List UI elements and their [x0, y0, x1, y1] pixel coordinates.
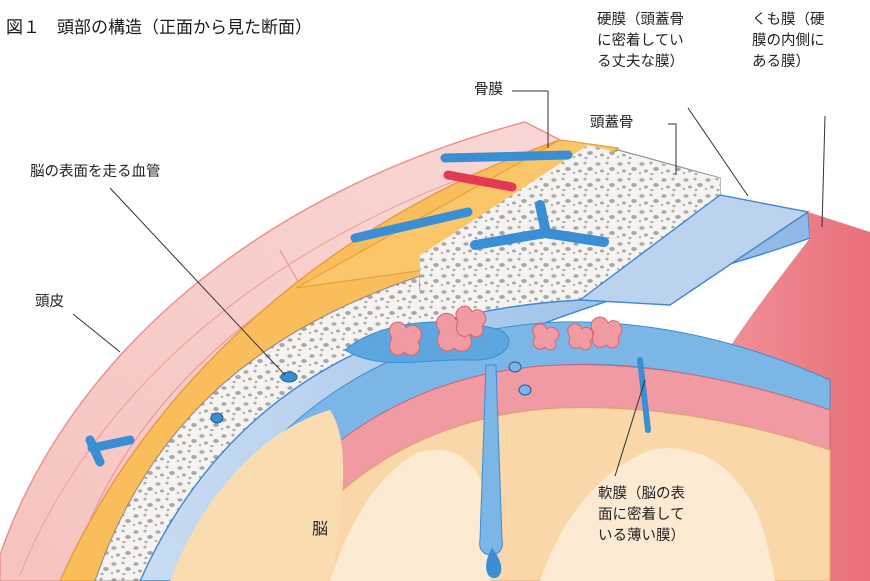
- surface-vessel-section-4: [509, 362, 521, 372]
- label-surface-vessels: 脳の表面を走る血管: [30, 162, 161, 183]
- label-periosteum: 骨膜: [474, 80, 503, 101]
- label-arachnoid-line-1: くも膜（硬: [752, 10, 825, 31]
- label-arachnoid: くも膜（硬 膜の内側に ある膜）: [752, 10, 825, 73]
- label-pia-line-3: いる薄い膜）: [598, 526, 685, 547]
- label-dura-line-3: る丈夫な膜）: [597, 52, 684, 73]
- vessel-skull-branch-2: [540, 205, 546, 233]
- label-scalp: 頭皮: [35, 292, 64, 313]
- label-arachnoid-line-3: ある膜）: [752, 52, 825, 73]
- label-dura-line-2: に密着してい: [597, 31, 684, 52]
- label-dura-line-1: 硬膜（頭蓋骨: [597, 10, 684, 31]
- label-arachnoid-line-2: 膜の内側に: [752, 31, 825, 52]
- label-pia-line-1: 軟膜（脳の表: [598, 484, 685, 505]
- leader-arachnoid: [822, 116, 825, 227]
- label-skull: 頭蓋骨: [590, 113, 634, 134]
- label-dura: 硬膜（頭蓋骨 に密着してい る丈夫な膜）: [597, 10, 684, 73]
- vessel-periosteum-blue-1: [445, 155, 568, 158]
- label-brain: 脳: [312, 518, 328, 539]
- figure-title: 図１ 頭部の構造（正面から見た断面）: [6, 13, 312, 38]
- label-pia-line-2: 面に密着して: [598, 505, 685, 526]
- surface-vessel-section-2: [211, 413, 223, 423]
- surface-vessel-section-3: [519, 385, 531, 395]
- leader-scalp: [73, 314, 120, 352]
- label-pia: 軟膜（脳の表 面に密着して いる薄い膜）: [598, 484, 685, 547]
